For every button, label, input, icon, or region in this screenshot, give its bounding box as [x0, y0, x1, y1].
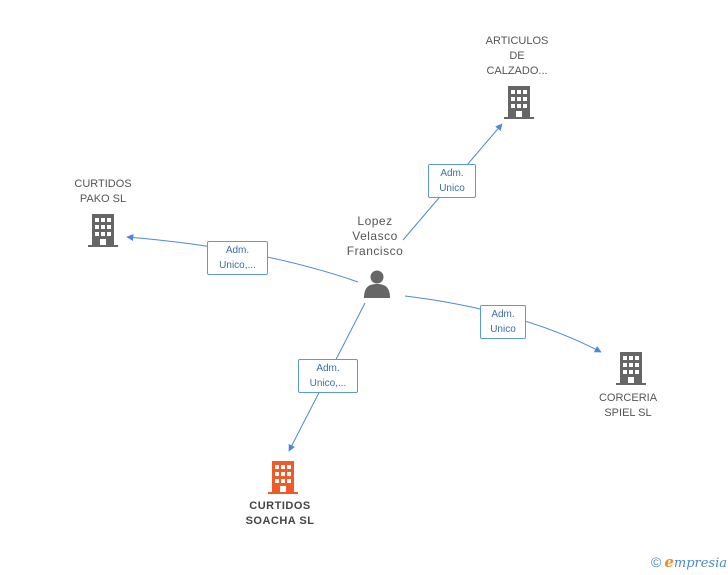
relation-label-line: Unico,...: [219, 260, 256, 271]
relation-label-line: Unico: [490, 324, 516, 335]
relation-label-curtidos-pako[interactable]: Adm. Unico,...: [207, 241, 268, 275]
company-label-line: CALZADO...: [486, 65, 548, 77]
relation-label-corceria[interactable]: Adm. Unico: [480, 305, 526, 339]
brand-name-rest: mpresia: [673, 556, 728, 571]
company-label-line: CORCERIA: [598, 392, 658, 404]
relation-label-curtidos-soacha[interactable]: Adm. Unico,...: [298, 359, 358, 393]
building-icon-corceria[interactable]: [616, 352, 646, 385]
company-label-line: SOACHA SL: [245, 515, 315, 527]
person-name-label[interactable]: Lopez Velasco Francisco: [330, 214, 420, 259]
relation-label-line: Adm.: [440, 168, 464, 179]
company-label-curtidos-pako[interactable]: CURTIDOS PAKO SL: [56, 177, 150, 207]
person-name-line: Francisco: [346, 244, 404, 258]
relation-label-line: Unico: [439, 183, 465, 194]
person-name-line: Velasco: [352, 229, 398, 243]
relation-label-articulos[interactable]: Adm. Unico: [428, 164, 476, 198]
company-label-line: DE: [509, 50, 525, 62]
relation-label-line: Adm.: [316, 363, 340, 374]
person-icon[interactable]: [364, 270, 390, 299]
relation-label-line: Adm.: [225, 245, 250, 256]
company-label-line: SPIEL SL: [604, 407, 652, 419]
company-label-line: PAKO SL: [79, 193, 127, 205]
relation-label-line: Unico,...: [309, 378, 347, 389]
company-label-articulos[interactable]: ARTICULOS DE CALZADO...: [470, 34, 564, 79]
building-icon-curtidos-soacha[interactable]: [268, 461, 298, 494]
company-label-line: CURTIDOS: [74, 178, 132, 190]
brand-footer[interactable]: © empresia: [651, 552, 727, 572]
relation-label-line: Adm.: [491, 309, 515, 320]
brand-logo: empresia: [664, 553, 727, 571]
brand-initial: e: [664, 553, 674, 571]
company-label-line: ARTICULOS: [485, 35, 549, 47]
building-icon-articulos[interactable]: [504, 86, 534, 119]
company-label-line: CURTIDOS: [249, 500, 311, 512]
copyright-symbol: ©: [651, 554, 662, 570]
person-name-line: Lopez: [357, 214, 393, 228]
building-icon-curtidos-pako[interactable]: [88, 214, 118, 247]
company-label-corceria[interactable]: CORCERIA SPIEL SL: [580, 391, 676, 421]
company-label-curtidos-soacha[interactable]: CURTIDOS SOACHA SL: [230, 499, 330, 529]
